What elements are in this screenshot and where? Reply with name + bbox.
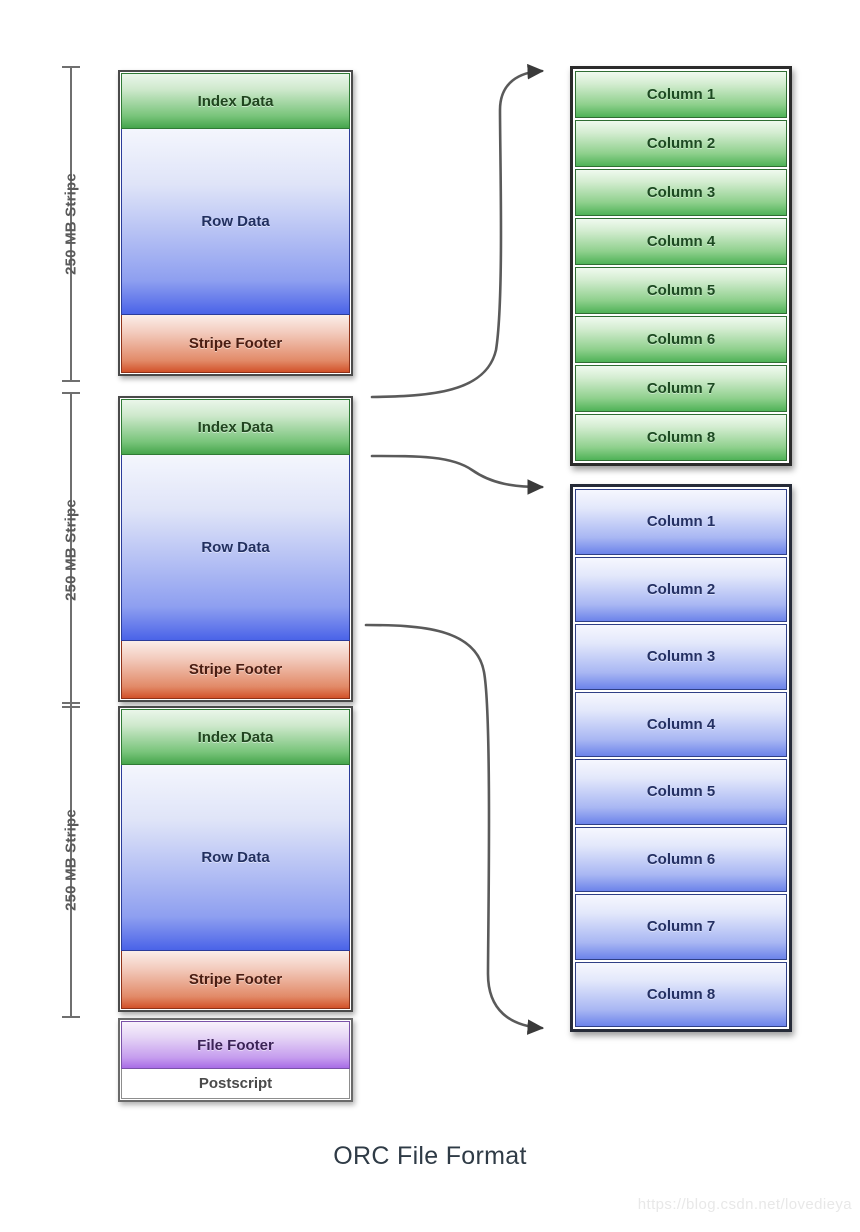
index-column-cell: Column 4 [575,218,787,265]
stripe-block-3: Index Data Row Data Stripe Footer [118,706,353,1012]
bracket-line [70,702,72,1018]
arrow-stripe2-index-to-row-columns [370,454,545,495]
arrow-stripe2-to-index-columns [370,63,545,399]
row-column-cell: Column 2 [575,556,787,622]
bracket-label-stripe-3: 250 MB Stripe [62,809,80,911]
stripe-2-stripe-footer: Stripe Footer [121,641,350,699]
bracket-stripe-2: 250 MB Stripe [58,392,84,708]
watermark: https://blog.csdn.net/lovedieya [637,1196,852,1213]
index-column-cell: Column 3 [575,169,787,216]
stripe-1-stripe-footer: Stripe Footer [121,315,350,373]
row-column-cell: Column 5 [575,759,787,825]
page-title: ORC File Format [333,1142,527,1170]
stripe-3-row-data: Row Data [121,765,350,951]
postscript: Postscript [121,1069,350,1099]
index-column-cell: Column 8 [575,414,787,461]
file-footer: File Footer [121,1021,350,1069]
index-column-cell: Column 7 [575,365,787,412]
row-column-cell: Column 4 [575,691,787,757]
stripe-block-2: Index Data Row Data Stripe Footer [118,396,353,702]
row-column-cell: Column 6 [575,826,787,892]
bracket-stripe-3: 250 MB Stripe [58,702,84,1018]
bracket-label-stripe-1: 250 MB Stripe [62,173,80,275]
bracket-stripe-1: 250 MB Stripe [58,66,84,382]
stripe-2-index-data: Index Data [121,399,350,455]
bracket-cap-bottom [62,380,80,382]
stripe-3-stripe-footer: Stripe Footer [121,951,350,1009]
index-data-column-group: Column 1 Column 2 Column 3 Column 4 Colu… [570,66,792,466]
row-column-cell: Column 1 [575,489,787,555]
index-column-cell: Column 6 [575,316,787,363]
stripe-block-1: Index Data Row Data Stripe Footer [118,70,353,376]
stripe-2-row-data: Row Data [121,455,350,641]
stripe-1-row-data: Row Data [121,129,350,315]
bracket-line [70,66,72,382]
bracket-label-stripe-2: 250 MB Stripe [62,499,80,601]
index-column-cell: Column 2 [575,120,787,167]
index-column-cell: Column 1 [575,71,787,118]
row-column-cell: Column 7 [575,894,787,960]
row-column-cell: Column 8 [575,961,787,1027]
row-data-column-group: Column 1 Column 2 Column 3 Column 4 Colu… [570,484,792,1032]
bracket-line [70,392,72,708]
row-column-cell: Column 3 [575,624,787,690]
stripe-3-index-data: Index Data [121,709,350,765]
bracket-cap-bottom [62,1016,80,1018]
index-column-cell: Column 5 [575,267,787,314]
arrow-stripe2-row-to-row-columns-bottom [364,623,545,1035]
file-tail-block: File Footer Postscript [118,1018,353,1102]
stripe-1-index-data: Index Data [121,73,350,129]
